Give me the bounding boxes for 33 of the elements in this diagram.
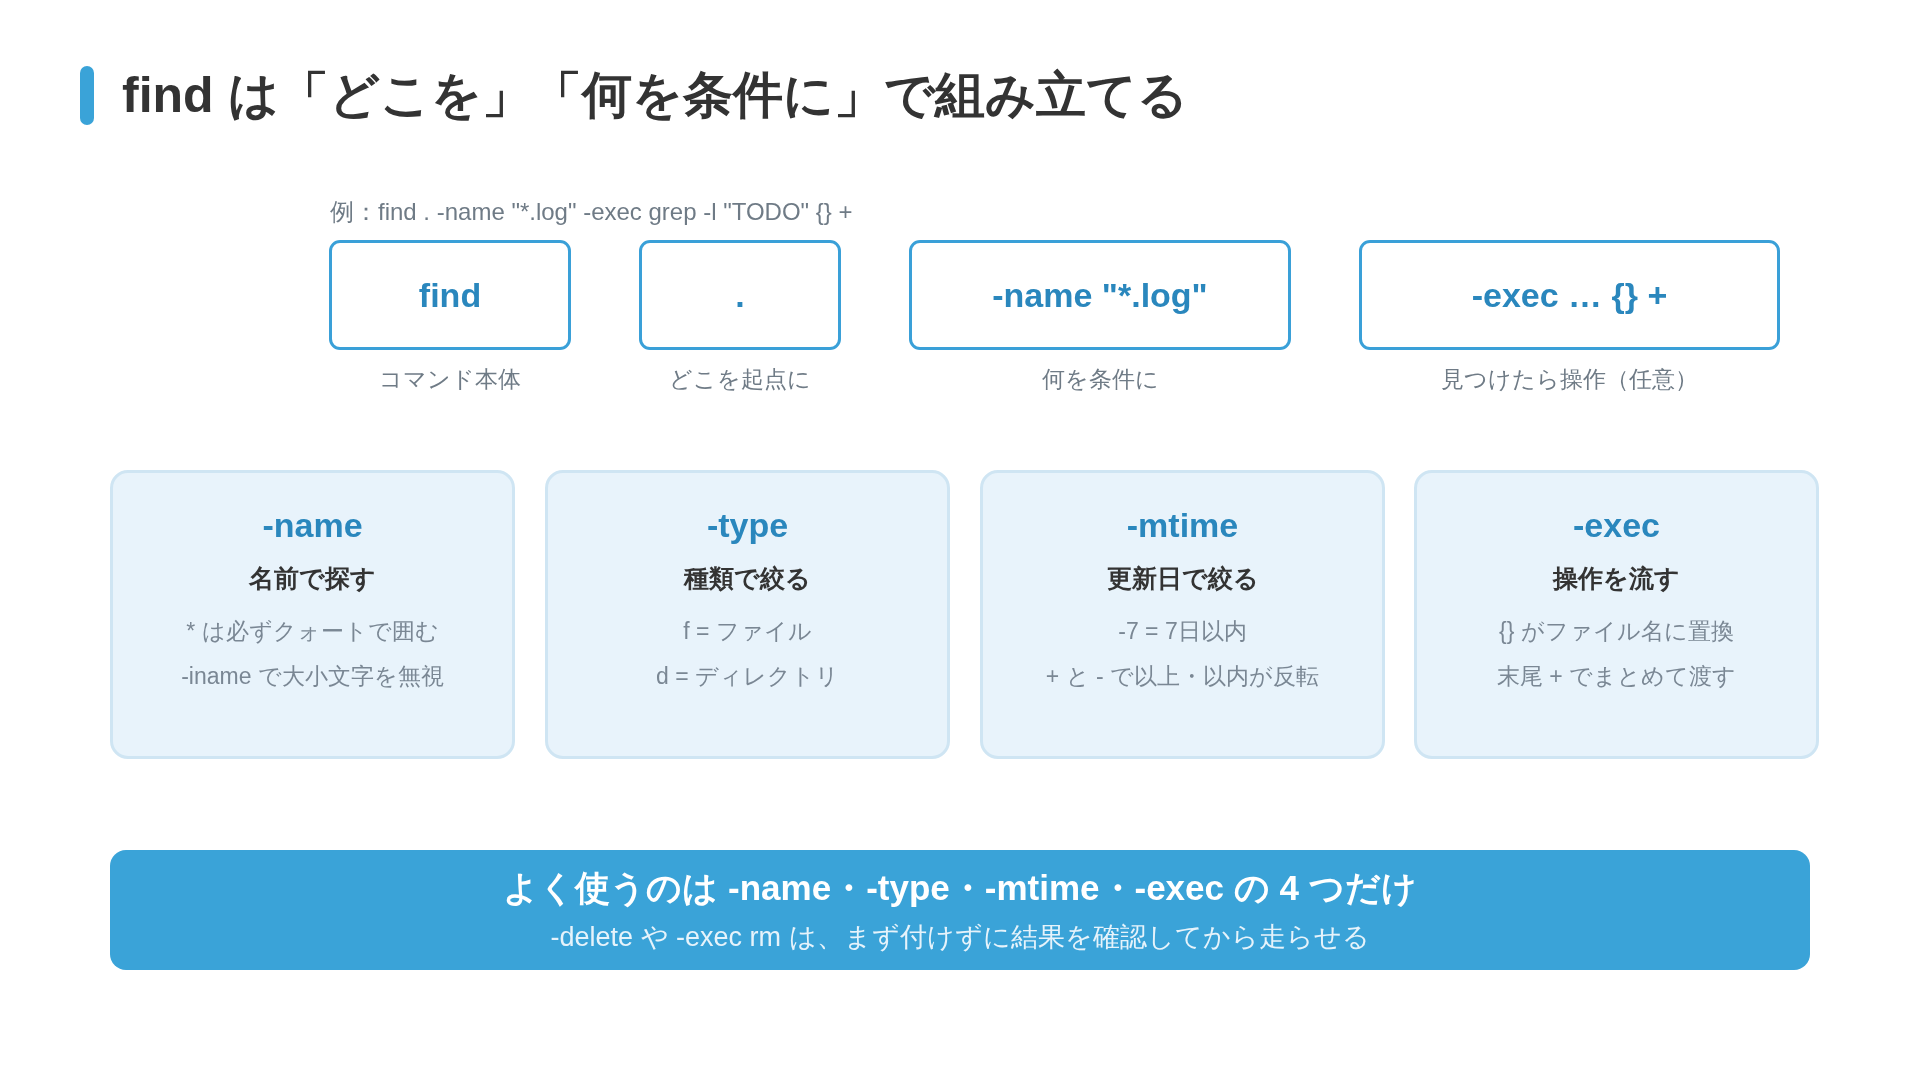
part-caption: コマンド本体: [379, 365, 521, 394]
part-caption: どこを起点に: [669, 365, 811, 394]
option-note: -7 = 7日以内: [1118, 617, 1247, 646]
option-name: -mtime: [1126, 505, 1239, 546]
slide-title: find は「どこを」「何を条件に」で組み立てる: [122, 66, 1188, 125]
option-note: f = ファイル: [683, 617, 812, 646]
option-summary: 種類で絞る: [684, 563, 811, 594]
part-caption: 何を条件に: [1041, 365, 1159, 394]
option-summary: 名前で探す: [249, 563, 376, 594]
banner-note: -delete や -exec rm は、まず付けずに結果を確認してから走らせる: [550, 921, 1370, 954]
banner-heading: よく使うのは -name・-type・-mtime・-exec の 4 つだけ: [503, 867, 1417, 910]
option-note: {} がファイル名に置換: [1499, 617, 1734, 646]
option-card: [110, 470, 515, 759]
option-note: + と - で以上・以内が反転: [1045, 662, 1320, 691]
option-card: [980, 470, 1385, 759]
option-name: -name: [262, 505, 363, 546]
option-summary: 操作を流す: [1553, 563, 1680, 594]
option-name: -exec: [1573, 505, 1660, 546]
option-name: -type: [706, 505, 789, 546]
option-note: * は必ずクォートで囲む: [186, 617, 439, 646]
option-card: [545, 470, 950, 759]
option-note: d = ディレクトリ: [656, 662, 839, 691]
option-card: [1414, 470, 1819, 759]
command-token: find: [418, 275, 482, 315]
command-token: -name "*.log": [992, 275, 1208, 315]
summary-banner: [110, 850, 1810, 970]
example-command: 例：find . -name "*.log" -exec grep -l "TODO" {} +: [330, 197, 853, 227]
option-note: -iname で大小文字を無視: [181, 662, 444, 691]
option-note: 末尾 + でまとめて渡す: [1496, 662, 1737, 691]
part-caption: 見つけたら操作（任意）: [1441, 365, 1698, 394]
option-summary: 更新日で絞る: [1106, 563, 1259, 594]
command-token: -exec … {} +: [1471, 275, 1668, 315]
command-token: .: [735, 275, 745, 315]
